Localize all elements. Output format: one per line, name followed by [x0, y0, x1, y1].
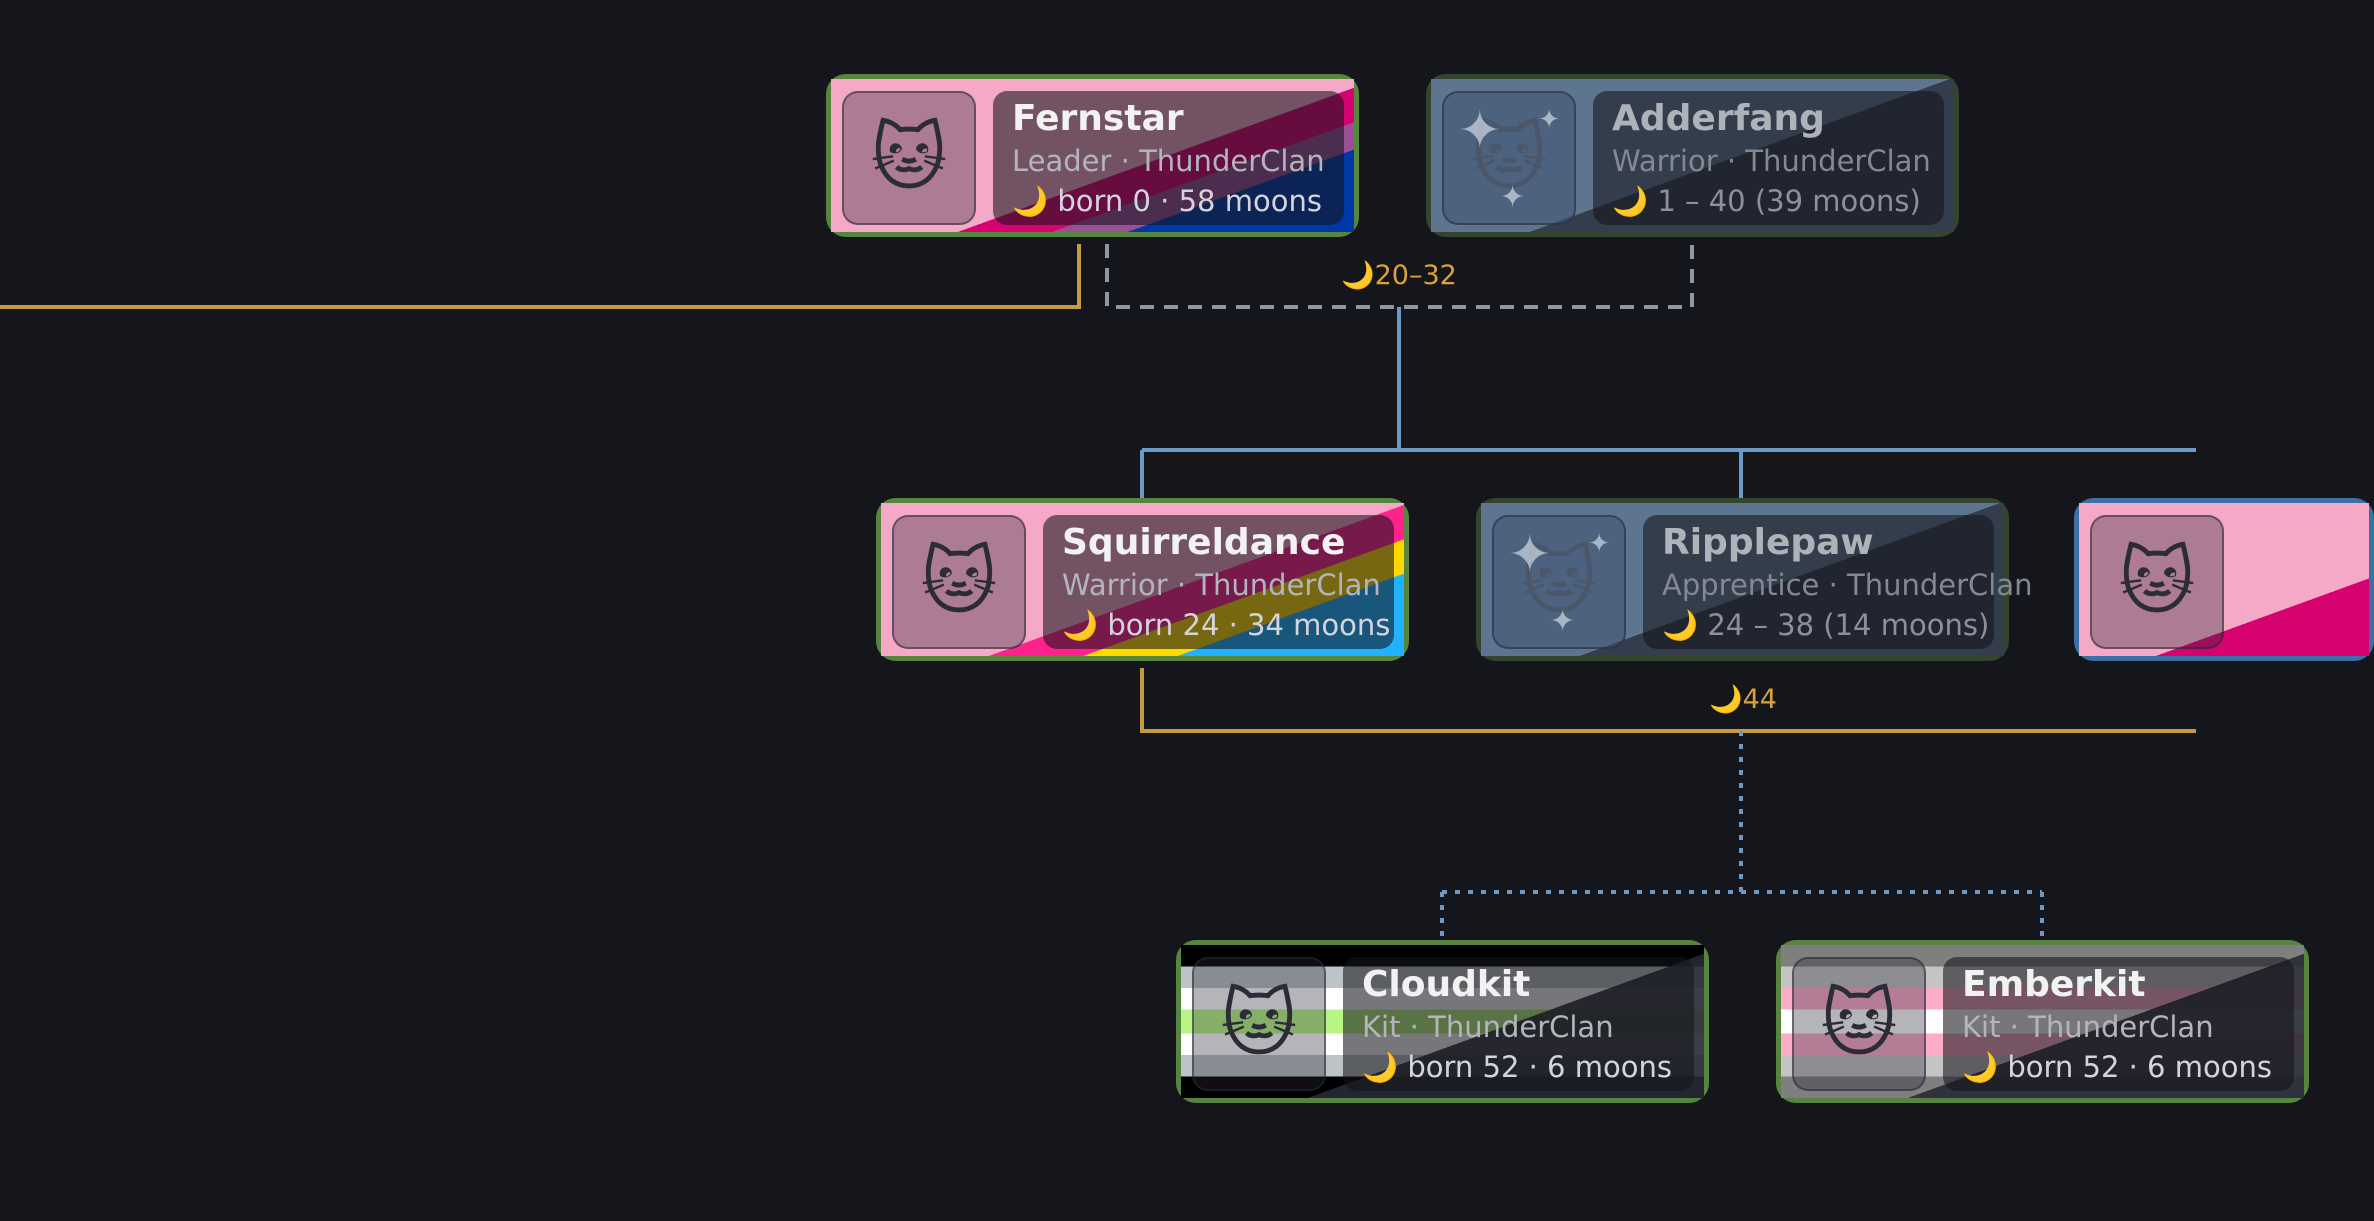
- cat-info-card: Fernstar Leader · ThunderClan 🌙 born 0 ·…: [993, 91, 1344, 225]
- cat-dates: 🌙 24 – 38 (14 moons): [1662, 608, 1990, 642]
- cat-name: Squirreldance: [1062, 522, 1346, 563]
- cat-dates: 🌙 1 – 40 (39 moons): [1612, 184, 1921, 218]
- cat-info-card: Squirreldance Warrior · ThunderClan 🌙 bo…: [1043, 515, 1394, 649]
- cat-dates: 🌙 born 0 · 58 moons: [1012, 184, 1322, 218]
- cat-role: Leader · ThunderClan: [1012, 144, 1325, 178]
- cat-node-fernstar[interactable]: 🐱 Fernstar Leader · ThunderClan 🌙 born 0…: [826, 74, 1359, 237]
- crescent-moon-icon: 🌙: [1962, 1050, 1999, 1084]
- cat-face-icon: 🐱: [1220, 981, 1298, 1067]
- cat-role: Kit · ThunderClan: [1962, 1010, 2214, 1044]
- fernstar-adderfang-partner-link: [1105, 244, 1694, 309]
- cat-info-card: Ripplepaw Apprentice · ThunderClan 🌙 24 …: [1643, 515, 2033, 649]
- avatar: 🐱: [892, 515, 1026, 649]
- pink-flag-background: [2079, 503, 2369, 656]
- cat-face-icon: 🐱: [1470, 115, 1548, 201]
- crescent-moon-icon: 🌙: [1612, 184, 1649, 218]
- cat-node-cloudkit[interactable]: 🐱 Cloudkit Kit · ThunderClan 🌙 born 52 ·…: [1176, 940, 1709, 1103]
- avatar: 🐱: [2090, 515, 2224, 649]
- cat-face-icon: 🐱: [920, 539, 998, 625]
- cat-node-ripplepaw[interactable]: 🐱 ✦ ✦ ✦ Ripplepaw Apprentice · ThunderCl…: [1476, 498, 2033, 661]
- cat-face-icon: 🐱: [870, 115, 948, 201]
- fernstar-parent-link: [0, 244, 1081, 309]
- sparkles-icon: ✦: [1538, 105, 1560, 135]
- cat-info-card: Adderfang Warrior · ThunderClan 🌙 1 – 40…: [1593, 91, 1944, 225]
- crescent-moon-icon: 🌙: [1012, 184, 1049, 218]
- cat-role: Warrior · ThunderClan: [1612, 144, 1931, 178]
- crescent-moon-icon: 🌙: [1362, 1050, 1399, 1084]
- sparkles-icon: ✦: [1500, 180, 1526, 215]
- cat-name: Cloudkit: [1362, 964, 1531, 1005]
- crescent-moon-icon: 🌙: [1062, 608, 1099, 642]
- cat-node-sibling[interactable]: 🐱: [2074, 498, 2374, 661]
- avatar: 🐱 ✦ ✦ ✦: [1442, 91, 1576, 225]
- avatar: 🐱: [1792, 957, 1926, 1091]
- sparkles-icon: ✦: [1508, 525, 1552, 585]
- cat-node-emberkit[interactable]: 🐱 Emberkit Kit · ThunderClan 🌙 born 52 ·…: [1776, 940, 2309, 1103]
- sparkles-icon: ✦: [1458, 101, 1502, 161]
- cat-dates: 🌙 born 24 · 34 moons: [1062, 608, 1391, 642]
- cat-name: Ripplepaw: [1662, 522, 1874, 563]
- cat-info-card: Cloudkit Kit · ThunderClan 🌙 born 52 · 6…: [1343, 957, 1694, 1091]
- cat-name: Fernstar: [1012, 98, 1184, 139]
- squirreldance-partner-link: [1140, 668, 2196, 733]
- cat-info-card: Emberkit Kit · ThunderClan 🌙 born 52 · 6…: [1943, 957, 2294, 1091]
- cat-node-adderfang[interactable]: 🐱 ✦ ✦ ✦ Adderfang Warrior · ThunderClan …: [1426, 74, 1959, 237]
- cat-face-icon: 🐱: [2118, 539, 2196, 625]
- cat-role: Kit · ThunderClan: [1362, 1010, 1614, 1044]
- crescent-moon-icon: 🌙: [1662, 608, 1699, 642]
- connector-lines: [0, 244, 2196, 940]
- sparkles-icon: ✦: [1588, 529, 1610, 559]
- cat-name: Emberkit: [1962, 964, 2146, 1005]
- cat-role: Apprentice · ThunderClan: [1662, 568, 2033, 602]
- partnership-moons-label: 🌙44: [1709, 684, 1777, 715]
- cat-name: Adderfang: [1612, 98, 1825, 139]
- avatar: 🐱: [1192, 957, 1326, 1091]
- avatar: 🐱: [842, 91, 976, 225]
- cat-dates: 🌙 born 52 · 6 moons: [1962, 1050, 2272, 1084]
- avatar: 🐱 ✦ ✦ ✦: [1492, 515, 1626, 649]
- cat-dates: 🌙 born 52 · 6 moons: [1362, 1050, 1672, 1084]
- cat-role: Warrior · ThunderClan: [1062, 568, 1381, 602]
- cat-face-icon: 🐱: [1520, 539, 1598, 625]
- sparkles-icon: ✦: [1550, 604, 1576, 639]
- partnership-moons-label: 🌙20–32: [1341, 260, 1457, 291]
- cat-node-squirreldance[interactable]: 🐱 Squirreldance Warrior · ThunderClan 🌙 …: [876, 498, 1409, 661]
- cat-face-icon: 🐱: [1820, 981, 1898, 1067]
